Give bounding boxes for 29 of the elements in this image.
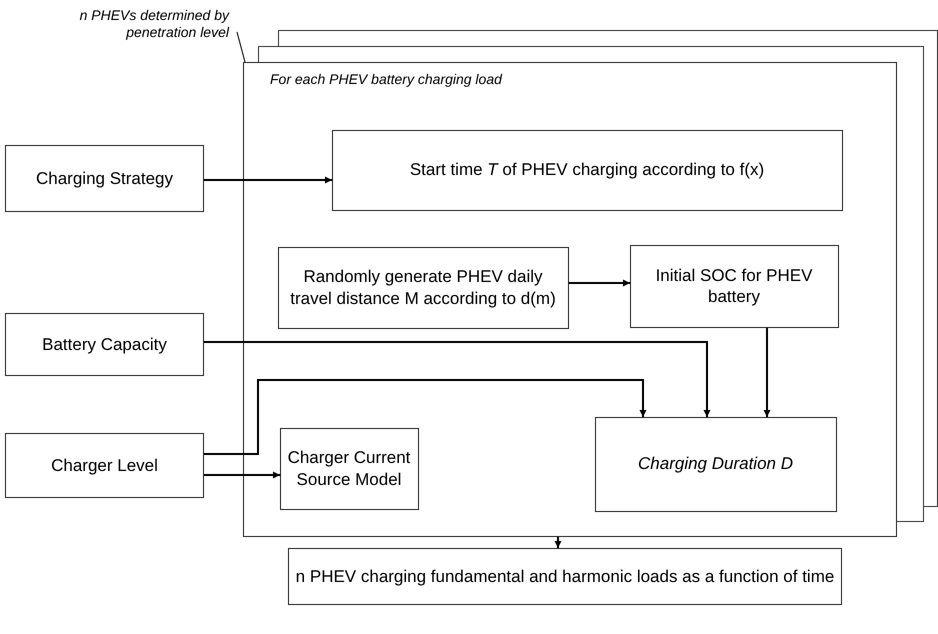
box-label: Charger Level: [51, 454, 158, 476]
arrow: [204, 472, 280, 478]
process-box: [280, 428, 418, 510]
arrow: [204, 341, 710, 417]
box-label: Initial SOC for PHEV battery: [654, 264, 814, 308]
box-label: Randomly generate PHEV daily travel distance M according to d(m): [289, 266, 557, 309]
process-box: [5, 433, 204, 498]
box-label: Charger Current Source Model: [286, 447, 412, 490]
process-box: [278, 246, 568, 328]
box-label: Charging Duration D: [638, 453, 793, 475]
box-label: Charging Strategy: [36, 168, 174, 190]
frame-heading: For each PHEV battery charging load: [270, 71, 502, 88]
loop-frame: [243, 62, 897, 537]
process-box: [332, 130, 842, 210]
process-box: [630, 244, 838, 328]
process-box: [594, 416, 836, 512]
process-box: [5, 145, 204, 212]
arrow: [569, 280, 630, 286]
arrow: [204, 379, 646, 455]
process-box: [5, 313, 204, 376]
arrow: [204, 176, 332, 184]
process-box: [288, 548, 842, 605]
box-label: n PHEV charging fundamental and harmonic loads as a function of time: [296, 566, 834, 588]
arrow: [764, 328, 770, 417]
leader-line: [236, 32, 246, 62]
box-label: Battery Capacity: [42, 334, 167, 356]
box-label: Start time T of PHEV charging according to f(x): [410, 159, 764, 181]
arrow: [554, 537, 562, 548]
annotation-text: n PHEVs determined by penetration level: [78, 6, 229, 42]
